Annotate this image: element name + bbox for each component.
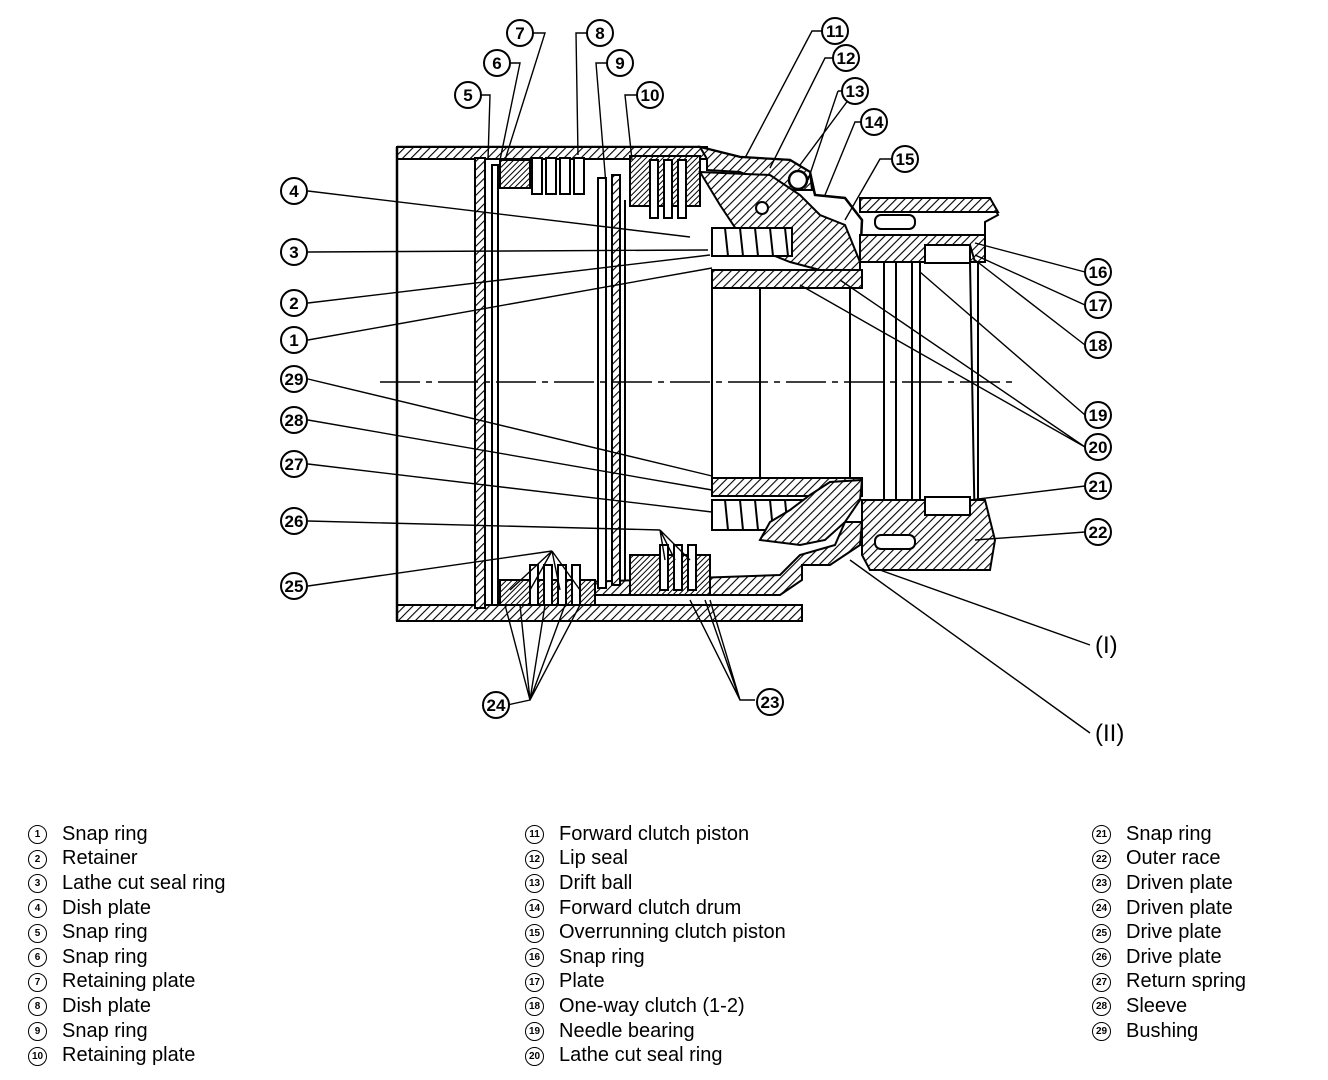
callout-10: 10	[636, 81, 664, 109]
callout-7: 7	[506, 19, 534, 47]
svg-text:16: 16	[1089, 263, 1108, 282]
callout-9: 9	[606, 49, 634, 77]
callout-25: 25	[280, 572, 308, 600]
drum-drawing	[380, 145, 1015, 622]
callout-28: 28	[280, 406, 308, 434]
callout-26: 26	[280, 507, 308, 535]
callout-18: 18	[1084, 331, 1112, 359]
callout-27: 27	[280, 450, 308, 478]
svg-text:27: 27	[285, 455, 304, 474]
roman-label-II: (II)	[1095, 720, 1124, 747]
plate-pack-top	[499, 155, 701, 219]
svg-text:22: 22	[1089, 523, 1108, 542]
callout-29: 29	[280, 365, 308, 393]
svg-text:9: 9	[615, 54, 624, 73]
svg-text:8: 8	[595, 24, 604, 43]
callout-16: 16	[1084, 258, 1112, 286]
callout-12: 12	[832, 44, 860, 72]
callout-2: 2	[280, 289, 308, 317]
svg-text:13: 13	[846, 82, 865, 101]
svg-text:7: 7	[515, 24, 524, 43]
roman-label-I: (I)	[1095, 632, 1118, 659]
callout-23: 23	[756, 688, 784, 716]
svg-text:2: 2	[289, 294, 298, 313]
callout-3: 3	[280, 238, 308, 266]
callout-24: 24	[482, 691, 510, 719]
svg-text:3: 3	[289, 243, 298, 262]
callout-19: 19	[1084, 401, 1112, 429]
svg-text:28: 28	[285, 411, 304, 430]
svg-text:11: 11	[826, 22, 844, 41]
callout-13: 13	[841, 77, 869, 105]
svg-text:26: 26	[285, 512, 304, 531]
svg-text:24: 24	[487, 696, 506, 715]
svg-text:6: 6	[492, 54, 501, 73]
svg-text:5: 5	[463, 86, 472, 105]
callout-21: 21	[1084, 472, 1112, 500]
callout-8: 8	[586, 19, 614, 47]
callout-11: 11	[821, 17, 849, 45]
callout-14: 14	[860, 108, 888, 136]
callout-6: 6	[483, 49, 511, 77]
svg-text:20: 20	[1089, 438, 1108, 457]
callout-1: 1	[280, 326, 308, 354]
svg-text:25: 25	[285, 577, 304, 596]
svg-text:17: 17	[1089, 296, 1108, 315]
svg-text:14: 14	[865, 113, 884, 132]
svg-text:29: 29	[285, 370, 304, 389]
svg-text:1: 1	[289, 331, 298, 350]
svg-text:10: 10	[641, 86, 660, 105]
callout-22: 22	[1084, 518, 1112, 546]
callout-17: 17	[1084, 291, 1112, 319]
callout-15: 15	[891, 145, 919, 173]
svg-text:12: 12	[837, 49, 856, 68]
svg-text:21: 21	[1089, 477, 1108, 496]
clutch-cross-section-diagram: 1 2 3 4 5 6 7 8 9 10 11 12 13 14 15 16 1…	[280, 17, 1124, 747]
callouts: 1 2 3 4 5 6 7 8 9 10 11 12 13 14 15 16 1…	[280, 17, 1112, 719]
callout-20: 20	[1084, 433, 1112, 461]
svg-text:4: 4	[289, 182, 299, 201]
svg-text:19: 19	[1089, 406, 1108, 425]
callout-4: 4	[280, 177, 308, 205]
callout-5: 5	[454, 81, 482, 109]
svg-text:23: 23	[761, 693, 780, 712]
svg-text:15: 15	[896, 150, 915, 169]
svg-text:18: 18	[1089, 336, 1108, 355]
